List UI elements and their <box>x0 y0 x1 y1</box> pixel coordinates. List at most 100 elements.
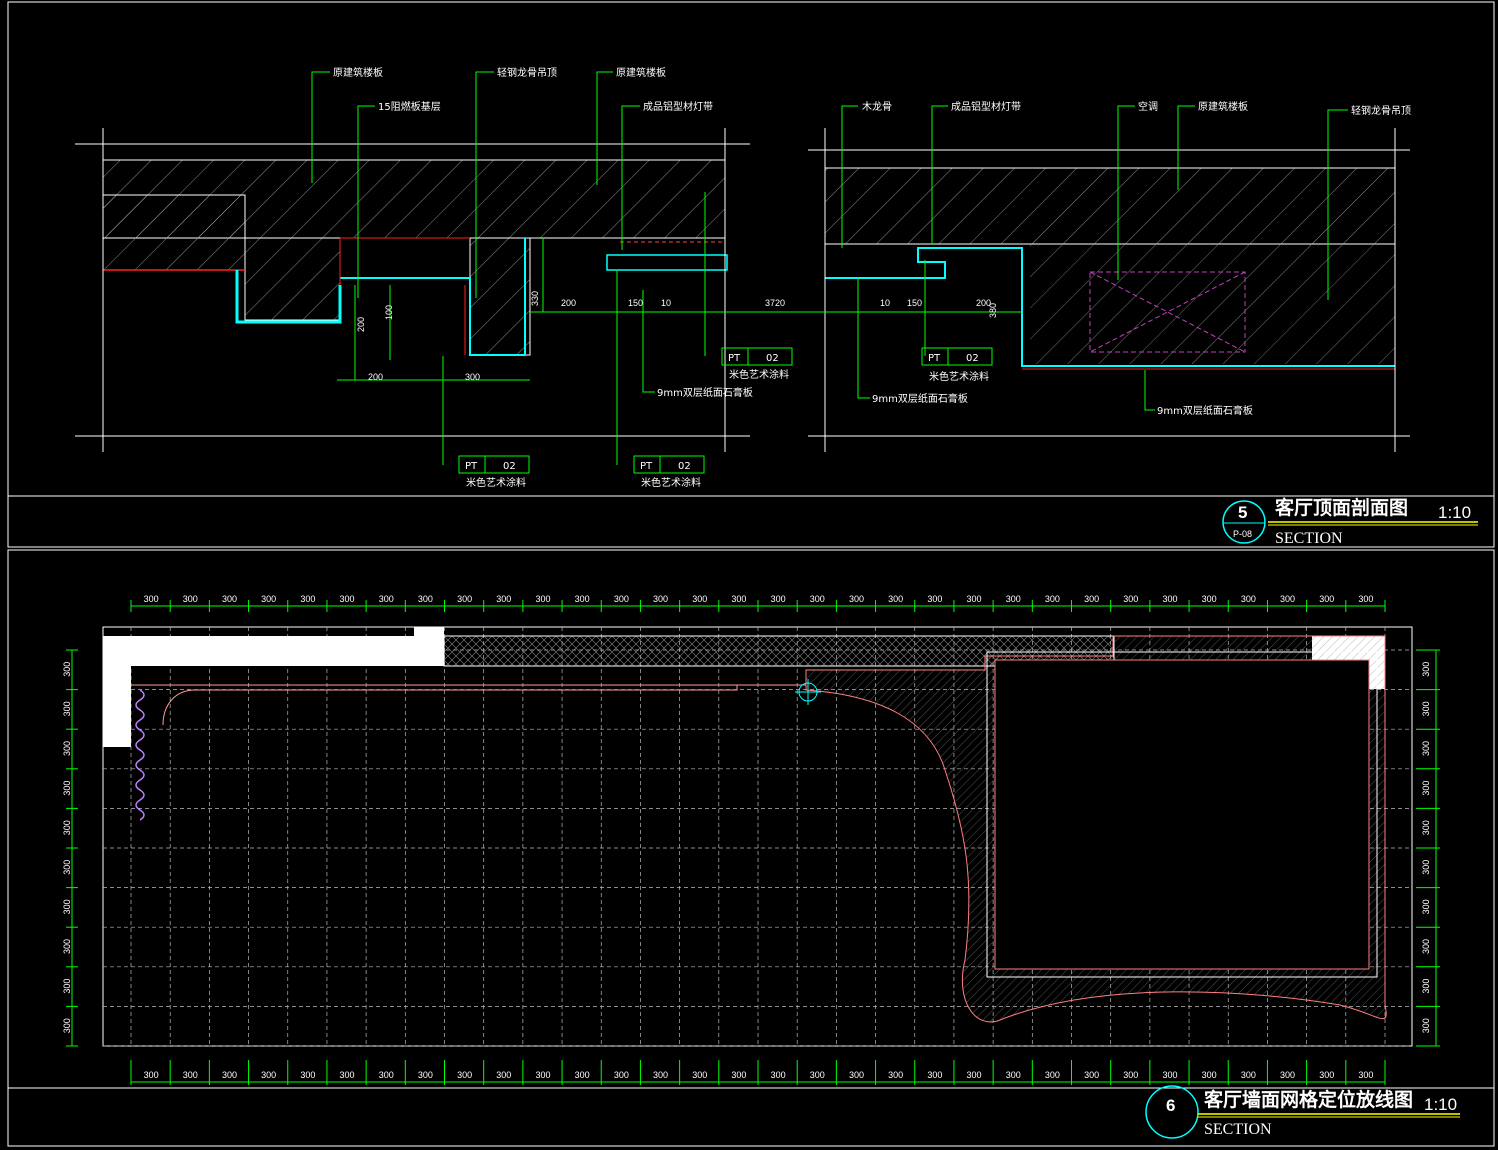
tag-desc: 米色艺术涂料 <box>929 370 989 383</box>
tag-code: PT <box>728 353 741 364</box>
label-gypsum-c: 9mm双层纸面石膏板 <box>1157 404 1253 417</box>
dim-label: 200 <box>976 298 991 308</box>
dim-label: 200 <box>368 372 383 382</box>
grid-dim-label-bottom: 300 <box>731 1070 746 1080</box>
grid-dim-label-right: 300 <box>1421 939 1431 954</box>
grid-dim-label-bottom: 300 <box>379 1070 394 1080</box>
slab-right-lower <box>1030 244 1395 364</box>
ceiling-right <box>825 247 1395 367</box>
grid-dim-label-top: 300 <box>810 594 825 604</box>
grid-dimensions: 300 300 300 300 300 300 300 300 300 300 300 300 300 3… <box>62 594 1440 1085</box>
grid-dim-label-top: 300 <box>1202 594 1217 604</box>
label-slab-right: 原建筑楼板 <box>1198 100 1248 113</box>
label-slab-left: 原建筑楼板 <box>333 66 383 79</box>
tag-desc: 米色艺术涂料 <box>641 476 701 489</box>
slab-left-lower <box>102 194 246 271</box>
label-aircon: 空调 <box>1138 100 1158 113</box>
frame-bottom <box>7 549 1495 1147</box>
grid-dim-label-bottom: 300 <box>692 1070 707 1080</box>
grid-dim-label-top: 300 <box>418 594 433 604</box>
section-6-number: 6 <box>1166 1096 1175 1115</box>
section-6-drawing: 300 300 300 300 300 300 300 300 300 300 300 300 300 3… <box>62 594 1460 1139</box>
grid-dim-label-top: 300 <box>1006 594 1021 604</box>
grid-dim-label-bottom: 300 <box>222 1070 237 1080</box>
grid-dim-label-left: 300 <box>62 781 72 796</box>
grid-dim-label-bottom: 300 <box>1084 1070 1099 1080</box>
label-light-strip-left: 成品铝型材灯带 <box>643 100 713 113</box>
dim-label: 300 <box>465 372 480 382</box>
section-6-title: 客厅墙面网格定位放线图 <box>1204 1088 1413 1111</box>
section-5-subtitle: SECTION <box>1275 530 1343 547</box>
tag-desc: 米色艺术涂料 <box>729 368 789 381</box>
wall-mid <box>469 237 531 356</box>
section-5-scale: 1:10 <box>1438 503 1471 522</box>
grid-dim-label-left: 300 <box>62 662 72 677</box>
grid-dim-label-right: 300 <box>1421 781 1431 796</box>
grid-dim-label-bottom: 300 <box>927 1070 942 1080</box>
grid-dim-label-top: 300 <box>144 594 159 604</box>
section-5-number: 5 <box>1238 503 1247 522</box>
grid-dim-label-bottom: 300 <box>144 1070 159 1080</box>
grid-dim-label-bottom: 300 <box>261 1070 276 1080</box>
dim-label: 330 <box>530 291 540 306</box>
dim-label: 200 <box>356 317 366 332</box>
grid-dim-label-top: 300 <box>692 594 707 604</box>
white-block-left <box>103 666 131 747</box>
section-6-scale: 1:10 <box>1424 1095 1457 1114</box>
grid-dim-label-right: 300 <box>1421 741 1431 756</box>
grid-dim-label-right: 300 <box>1421 899 1431 914</box>
grid-dim-label-top: 300 <box>1280 594 1295 604</box>
tag-desc: 米色艺术涂料 <box>466 476 526 489</box>
label-keel-right: 轻钢龙骨吊顶 <box>1351 104 1411 117</box>
grid-dim-label-left: 300 <box>62 820 72 835</box>
dim-label: 10 <box>661 298 671 308</box>
grid-dim-label-top: 300 <box>261 594 276 604</box>
grid-dim-label-bottom: 300 <box>575 1070 590 1080</box>
tag-num: 02 <box>766 353 779 364</box>
label-light-strip-right: 成品铝型材灯带 <box>951 100 1021 113</box>
section-5-drawing: 原建筑楼板 15阻燃板基层 轻钢龙骨吊顶 原建筑楼板 成品铝型材灯带 木龙骨 成… <box>75 66 1478 547</box>
grid-dim-label-top: 300 <box>614 594 629 604</box>
grid-dim-label-bottom: 300 <box>300 1070 315 1080</box>
grid-dim-label-top: 300 <box>575 594 590 604</box>
dim-label: 150 <box>628 298 643 308</box>
dim-label: 380 <box>988 303 998 318</box>
dim-label: 3720 <box>765 298 785 308</box>
aircon-unit <box>1089 271 1246 353</box>
material-tags <box>458 347 993 474</box>
label-keel-left: 轻钢龙骨吊顶 <box>497 66 557 79</box>
tag-num: 02 <box>966 353 979 364</box>
grid-dim-label-right: 300 <box>1421 979 1431 994</box>
decorative-curtain <box>135 689 145 821</box>
grid-dim-label-top: 300 <box>1045 594 1060 604</box>
grid-dim-label-bottom: 300 <box>614 1070 629 1080</box>
grid-dim-label-left: 300 <box>62 860 72 875</box>
tag-num: 02 <box>678 461 691 472</box>
grid-dim-label-top: 300 <box>496 594 511 604</box>
grid-dim-label-bottom: 300 <box>1358 1070 1373 1080</box>
grid-dim-label-bottom: 300 <box>183 1070 198 1080</box>
section-5-title: 客厅顶面剖面图 <box>1275 496 1408 519</box>
grid-dim-label-top: 300 <box>967 594 982 604</box>
grid-dim-label-bottom: 300 <box>1202 1070 1217 1080</box>
grid-dim-label-top: 300 <box>535 594 550 604</box>
tag-code: PT <box>640 461 653 472</box>
leader-lines <box>311 71 1348 465</box>
section-6-subtitle: SECTION <box>1204 1121 1272 1138</box>
green-trim-left <box>235 270 342 324</box>
label-base-layer: 15阻燃板基层 <box>378 100 441 113</box>
grid-dim-label-bottom: 300 <box>810 1070 825 1080</box>
grid-dim-label-left: 300 <box>62 939 72 954</box>
tag-code: PT <box>465 461 478 472</box>
grid-dim-label-top: 300 <box>183 594 198 604</box>
light-box-left <box>606 254 728 271</box>
grid-dim-label-top: 300 <box>888 594 903 604</box>
grid-dim-label-top: 300 <box>1162 594 1177 604</box>
grid-dim-label-left: 300 <box>62 899 72 914</box>
grid-dim-label-right: 300 <box>1421 820 1431 835</box>
grid-dim-label-top: 300 <box>222 594 237 604</box>
grid-dim-label-top: 300 <box>849 594 864 604</box>
ceiling-drop-red <box>339 237 470 355</box>
grid-dim-label-top: 300 <box>1084 594 1099 604</box>
beam-left <box>244 237 341 321</box>
